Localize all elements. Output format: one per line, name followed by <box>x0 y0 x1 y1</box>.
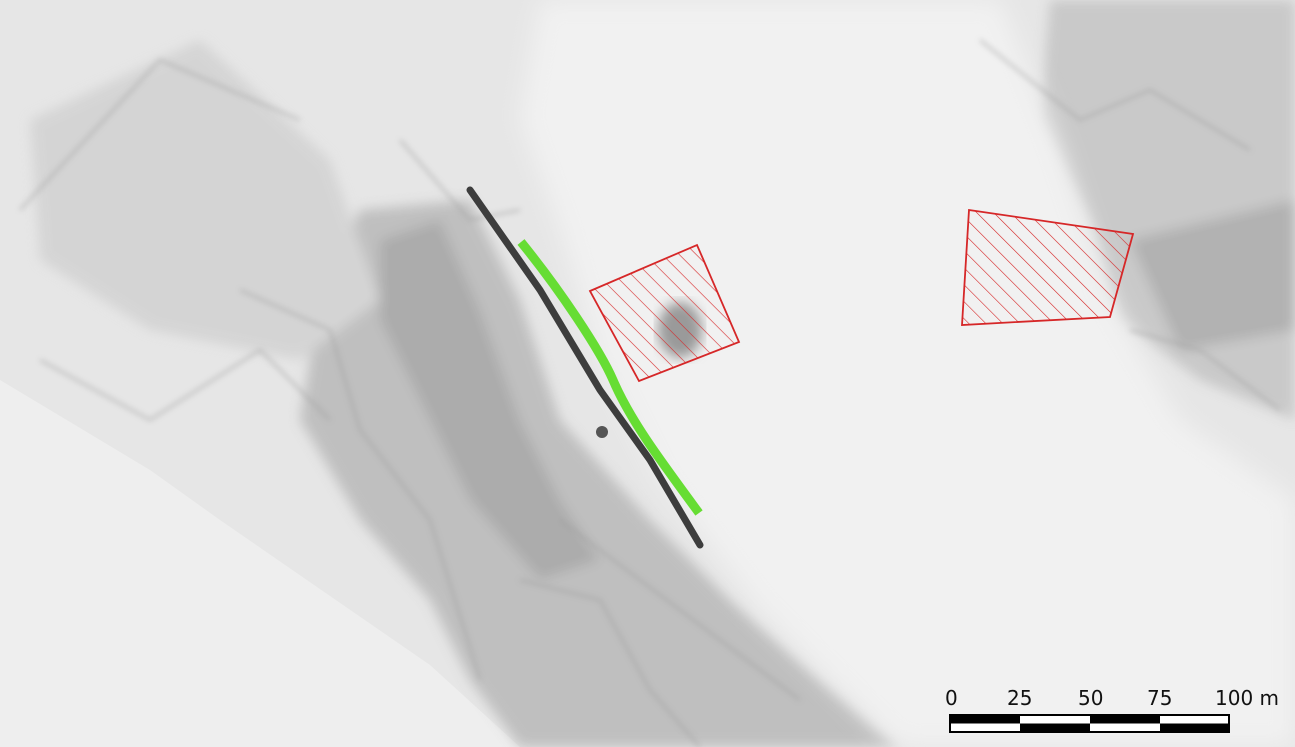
smooth-field <box>520 0 1295 747</box>
scale-label-0: 0 <box>945 686 958 710</box>
slope-relief <box>30 0 1295 747</box>
scale-segment-4 <box>1160 723 1229 732</box>
scale-label-100: 100 m <box>1215 686 1280 710</box>
survey-polygon-east[interactable] <box>961 208 1135 326</box>
flat-plain-area <box>0 380 520 747</box>
trench-line[interactable] <box>517 239 703 516</box>
scale-bar <box>949 714 1230 733</box>
scale-segment-3 <box>1090 715 1160 724</box>
scale-label-50: 50 <box>1078 686 1104 710</box>
pit-marker <box>596 426 608 438</box>
scale-segment-2 <box>1020 723 1090 732</box>
ridge-lines <box>19 39 1281 747</box>
survey-polygon-west[interactable] <box>588 243 741 383</box>
scale-segment-1 <box>950 715 1020 724</box>
dark-ditch <box>466 186 704 549</box>
scale-label-25: 25 <box>1007 686 1033 710</box>
scale-label-75: 75 <box>1147 686 1173 710</box>
